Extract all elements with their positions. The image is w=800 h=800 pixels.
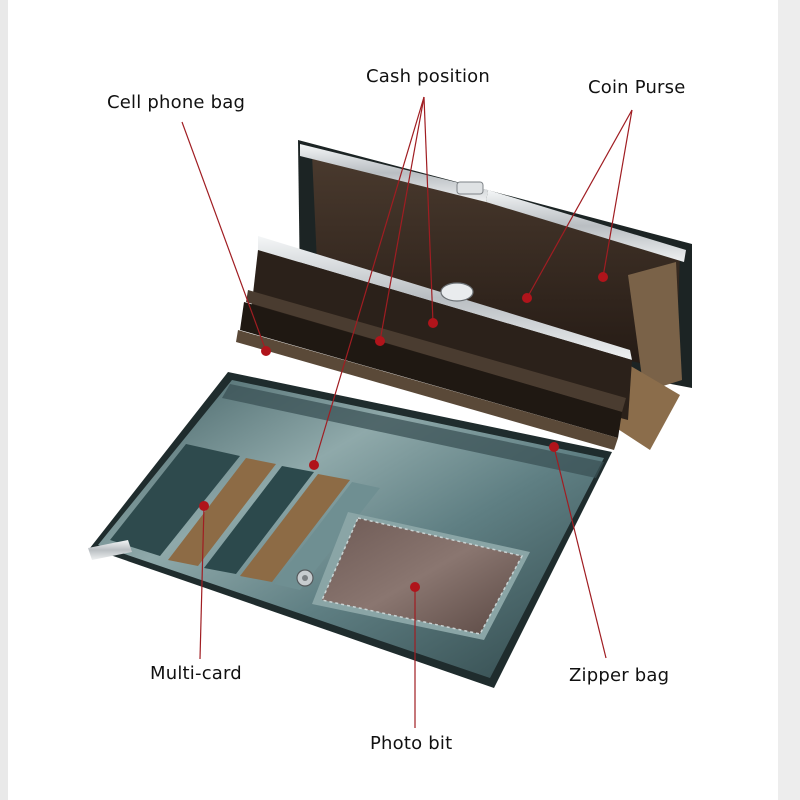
label-cell-phone-bag: Cell phone bag	[107, 92, 246, 113]
label-coin-purse: Coin Purse	[588, 77, 686, 98]
marker-cash-3	[309, 460, 319, 470]
marker-zipper-bag	[549, 442, 559, 452]
snap-button-icon	[296, 569, 314, 587]
marker-cell-phone-bag	[261, 346, 271, 356]
card-slots	[110, 444, 380, 590]
leader-lines	[181, 96, 633, 728]
marker-multi-card	[199, 501, 209, 511]
marker-cash-1	[375, 336, 385, 346]
right-border-strip	[778, 0, 800, 800]
label-photo-bit: Photo bit	[370, 733, 453, 754]
photo-window	[312, 512, 530, 640]
left-border-strip	[0, 0, 8, 800]
label-cash-position: Cash position	[366, 66, 491, 87]
corner-metal	[88, 540, 132, 560]
cash-compartments	[236, 236, 632, 450]
kiss-lock-clasp-icon	[456, 181, 484, 195]
marker-coin-purse-1	[522, 293, 532, 303]
label-zipper-bag: Zipper bag	[569, 665, 670, 686]
marker-coin-purse-2	[598, 272, 608, 282]
snap-clasp-icon	[440, 282, 474, 302]
marker-cash-2	[428, 318, 438, 328]
label-multi-card: Multi-card	[150, 663, 242, 684]
right-gusset	[628, 262, 682, 392]
marker-dots	[199, 272, 608, 592]
marker-photo-bit	[410, 582, 420, 592]
